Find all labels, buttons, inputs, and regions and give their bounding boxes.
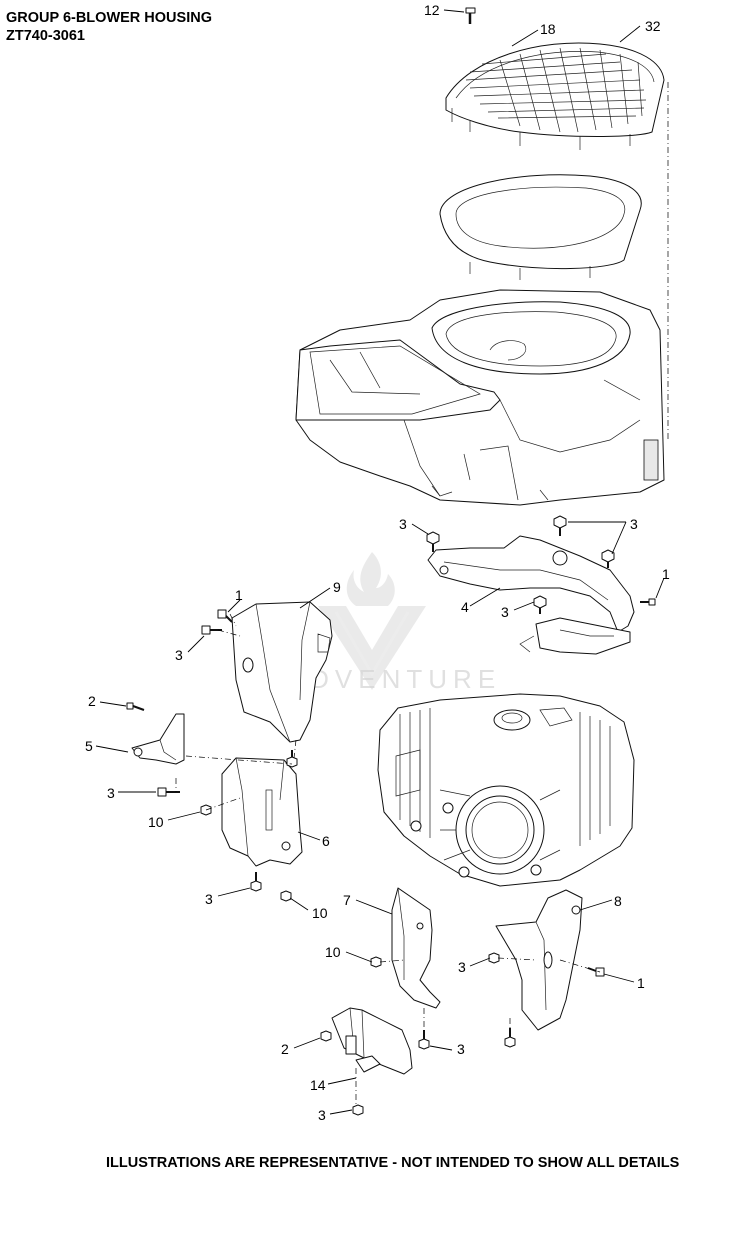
callout-7: 7 [343, 892, 351, 908]
part-7-baffle [391, 887, 441, 1009]
watermark-logo-icon [318, 552, 426, 690]
callout-3: 3 [175, 647, 183, 663]
callout-8: 8 [614, 893, 622, 909]
callout-3: 3 [458, 959, 466, 975]
callout-4: 4 [461, 599, 469, 615]
callout-1: 1 [235, 587, 243, 603]
part-32-blower-housing [295, 289, 665, 506]
part-4-bracket [427, 535, 635, 655]
callout-3: 3 [399, 516, 407, 532]
callout-10: 10 [148, 814, 164, 830]
alignment-line [497, 957, 601, 973]
part-14-bracket [331, 1007, 413, 1075]
diagram-title: GROUP 6-BLOWER HOUSING [6, 10, 212, 26]
part-18-blower-cover [445, 42, 665, 150]
part-6-shroud [221, 757, 303, 867]
alignment-line [185, 755, 293, 765]
callout-3: 3 [205, 891, 213, 907]
callout-3: 3 [630, 516, 638, 532]
callout-18: 18 [540, 21, 556, 37]
alignment-line [217, 613, 241, 637]
callout-3: 3 [107, 785, 115, 801]
alignment-line [205, 797, 241, 811]
callout-32: 32 [645, 18, 661, 34]
alignment-line [379, 959, 405, 963]
callout-14: 14 [310, 1077, 326, 1093]
alignment-line [293, 739, 297, 759]
callout-1: 1 [637, 975, 645, 991]
leader-lines [95, 9, 665, 1115]
callout-labels: 12 18 32 3 3 1 4 3 1 9 3 2 5 3 10 6 3 10… [85, 2, 670, 1123]
callout-3: 3 [457, 1041, 465, 1057]
air-guide-ring [439, 174, 642, 280]
callout-10: 10 [325, 944, 341, 960]
callout-9: 9 [333, 579, 341, 595]
model-number: ZT740-3061 [6, 28, 85, 44]
callout-5: 5 [85, 738, 93, 754]
callout-3: 3 [318, 1107, 326, 1123]
part-8-baffle [495, 889, 583, 1031]
callout-2: 2 [281, 1041, 289, 1057]
callout-1: 1 [662, 566, 670, 582]
part-12-screw [465, 7, 476, 24]
callout-2: 2 [88, 693, 96, 709]
callout-12: 12 [424, 2, 440, 18]
callout-10: 10 [312, 905, 328, 921]
engine-cylinder-block [377, 693, 635, 887]
callout-3: 3 [501, 604, 509, 620]
disclaimer-note: ILLUSTRATIONS ARE REPRESENTATIVE - NOT I… [106, 1155, 680, 1171]
fasteners [126, 515, 656, 1116]
part-9-shroud [231, 601, 333, 743]
callout-6: 6 [322, 833, 330, 849]
part-5-bracket [131, 713, 185, 765]
